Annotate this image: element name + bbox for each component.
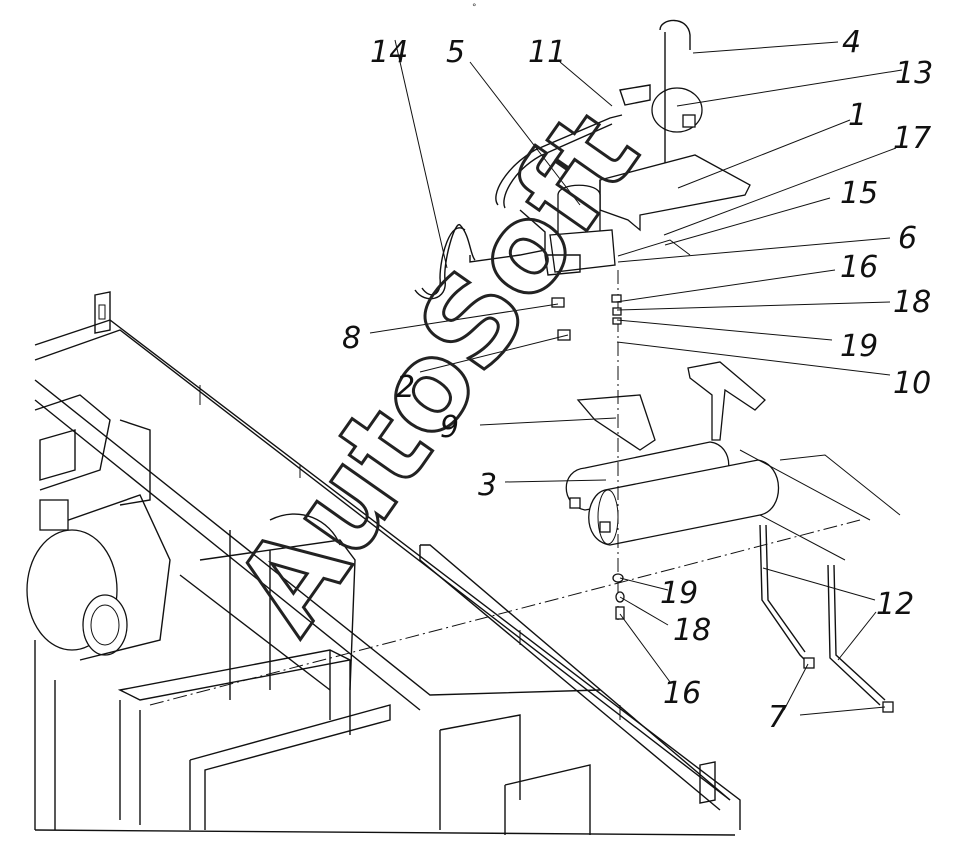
callout-2: 2 [396,370,415,405]
callout-13: 13 [895,56,933,91]
callout-6: 6 [898,221,917,256]
header-mark: ° [472,3,477,13]
callout-15: 15 [840,176,878,211]
air-receivers [551,270,901,713]
air-dryer-assembly [414,19,751,300]
leader-lines [369,39,903,716]
callout-3: 3 [478,468,497,503]
callout-16-bottom: 16 [663,676,701,711]
callout-8: 8 [342,321,361,356]
callout-7: 7 [768,700,787,735]
callout-12: 12 [876,587,914,622]
chassis-frame [26,291,861,836]
callout-4: 4 [842,25,861,60]
callout-19-top: 19 [840,329,878,364]
callout-16-top: 16 [840,250,878,285]
callout-18-bottom: 18 [673,613,711,648]
callout-19-bottom: 19 [660,576,698,611]
callout-18-top: 18 [893,285,931,320]
callout-1: 1 [848,98,867,133]
watermark-text: AutoSoft [210,88,666,656]
callout-labels: 4 13 1 17 15 6 16 18 19 10 14 5 11 8 2 9… [342,25,933,735]
callout-14: 14 [370,35,408,70]
callout-11: 11 [528,35,566,70]
callout-9: 9 [440,410,459,445]
callout-17: 17 [893,121,931,156]
callout-5: 5 [446,35,465,70]
callout-10: 10 [893,366,931,401]
